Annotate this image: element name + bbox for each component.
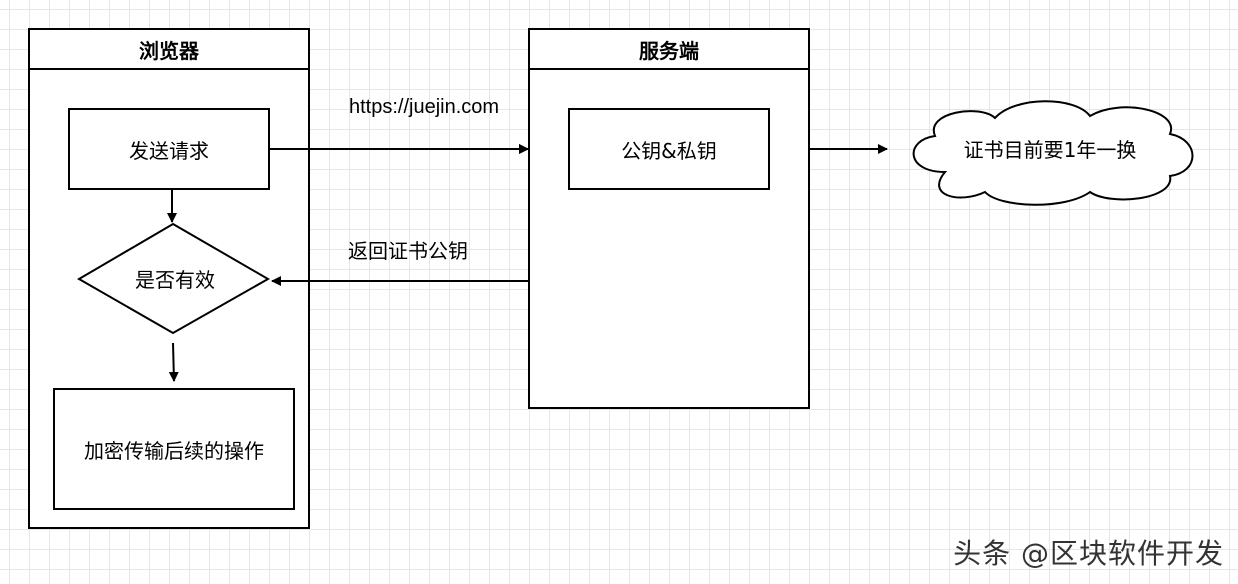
browser-lane-title: 浏览器	[30, 30, 308, 70]
keys-label: 公钥&私钥	[621, 138, 717, 163]
encrypt-followup-label: 加密传输后续的操作	[84, 438, 264, 463]
keys-node: 公钥&私钥	[568, 108, 770, 190]
send-request-node: 发送请求	[68, 108, 270, 190]
watermark: 头条 @区块软件开发	[953, 537, 1224, 570]
encrypt-followup-node: 加密传输后续的操作	[53, 388, 295, 510]
server-lane-title: 服务端	[530, 30, 808, 70]
return-public-key-label: 返回证书公钥	[348, 239, 468, 263]
send-request-label: 发送请求	[129, 138, 209, 163]
cloud-label: 证书目前要1年一换	[963, 137, 1137, 162]
server-lane: 服务端	[528, 28, 810, 409]
request-url-label: https://juejin.com	[349, 96, 500, 118]
is-valid-label: 是否有效	[135, 267, 215, 292]
